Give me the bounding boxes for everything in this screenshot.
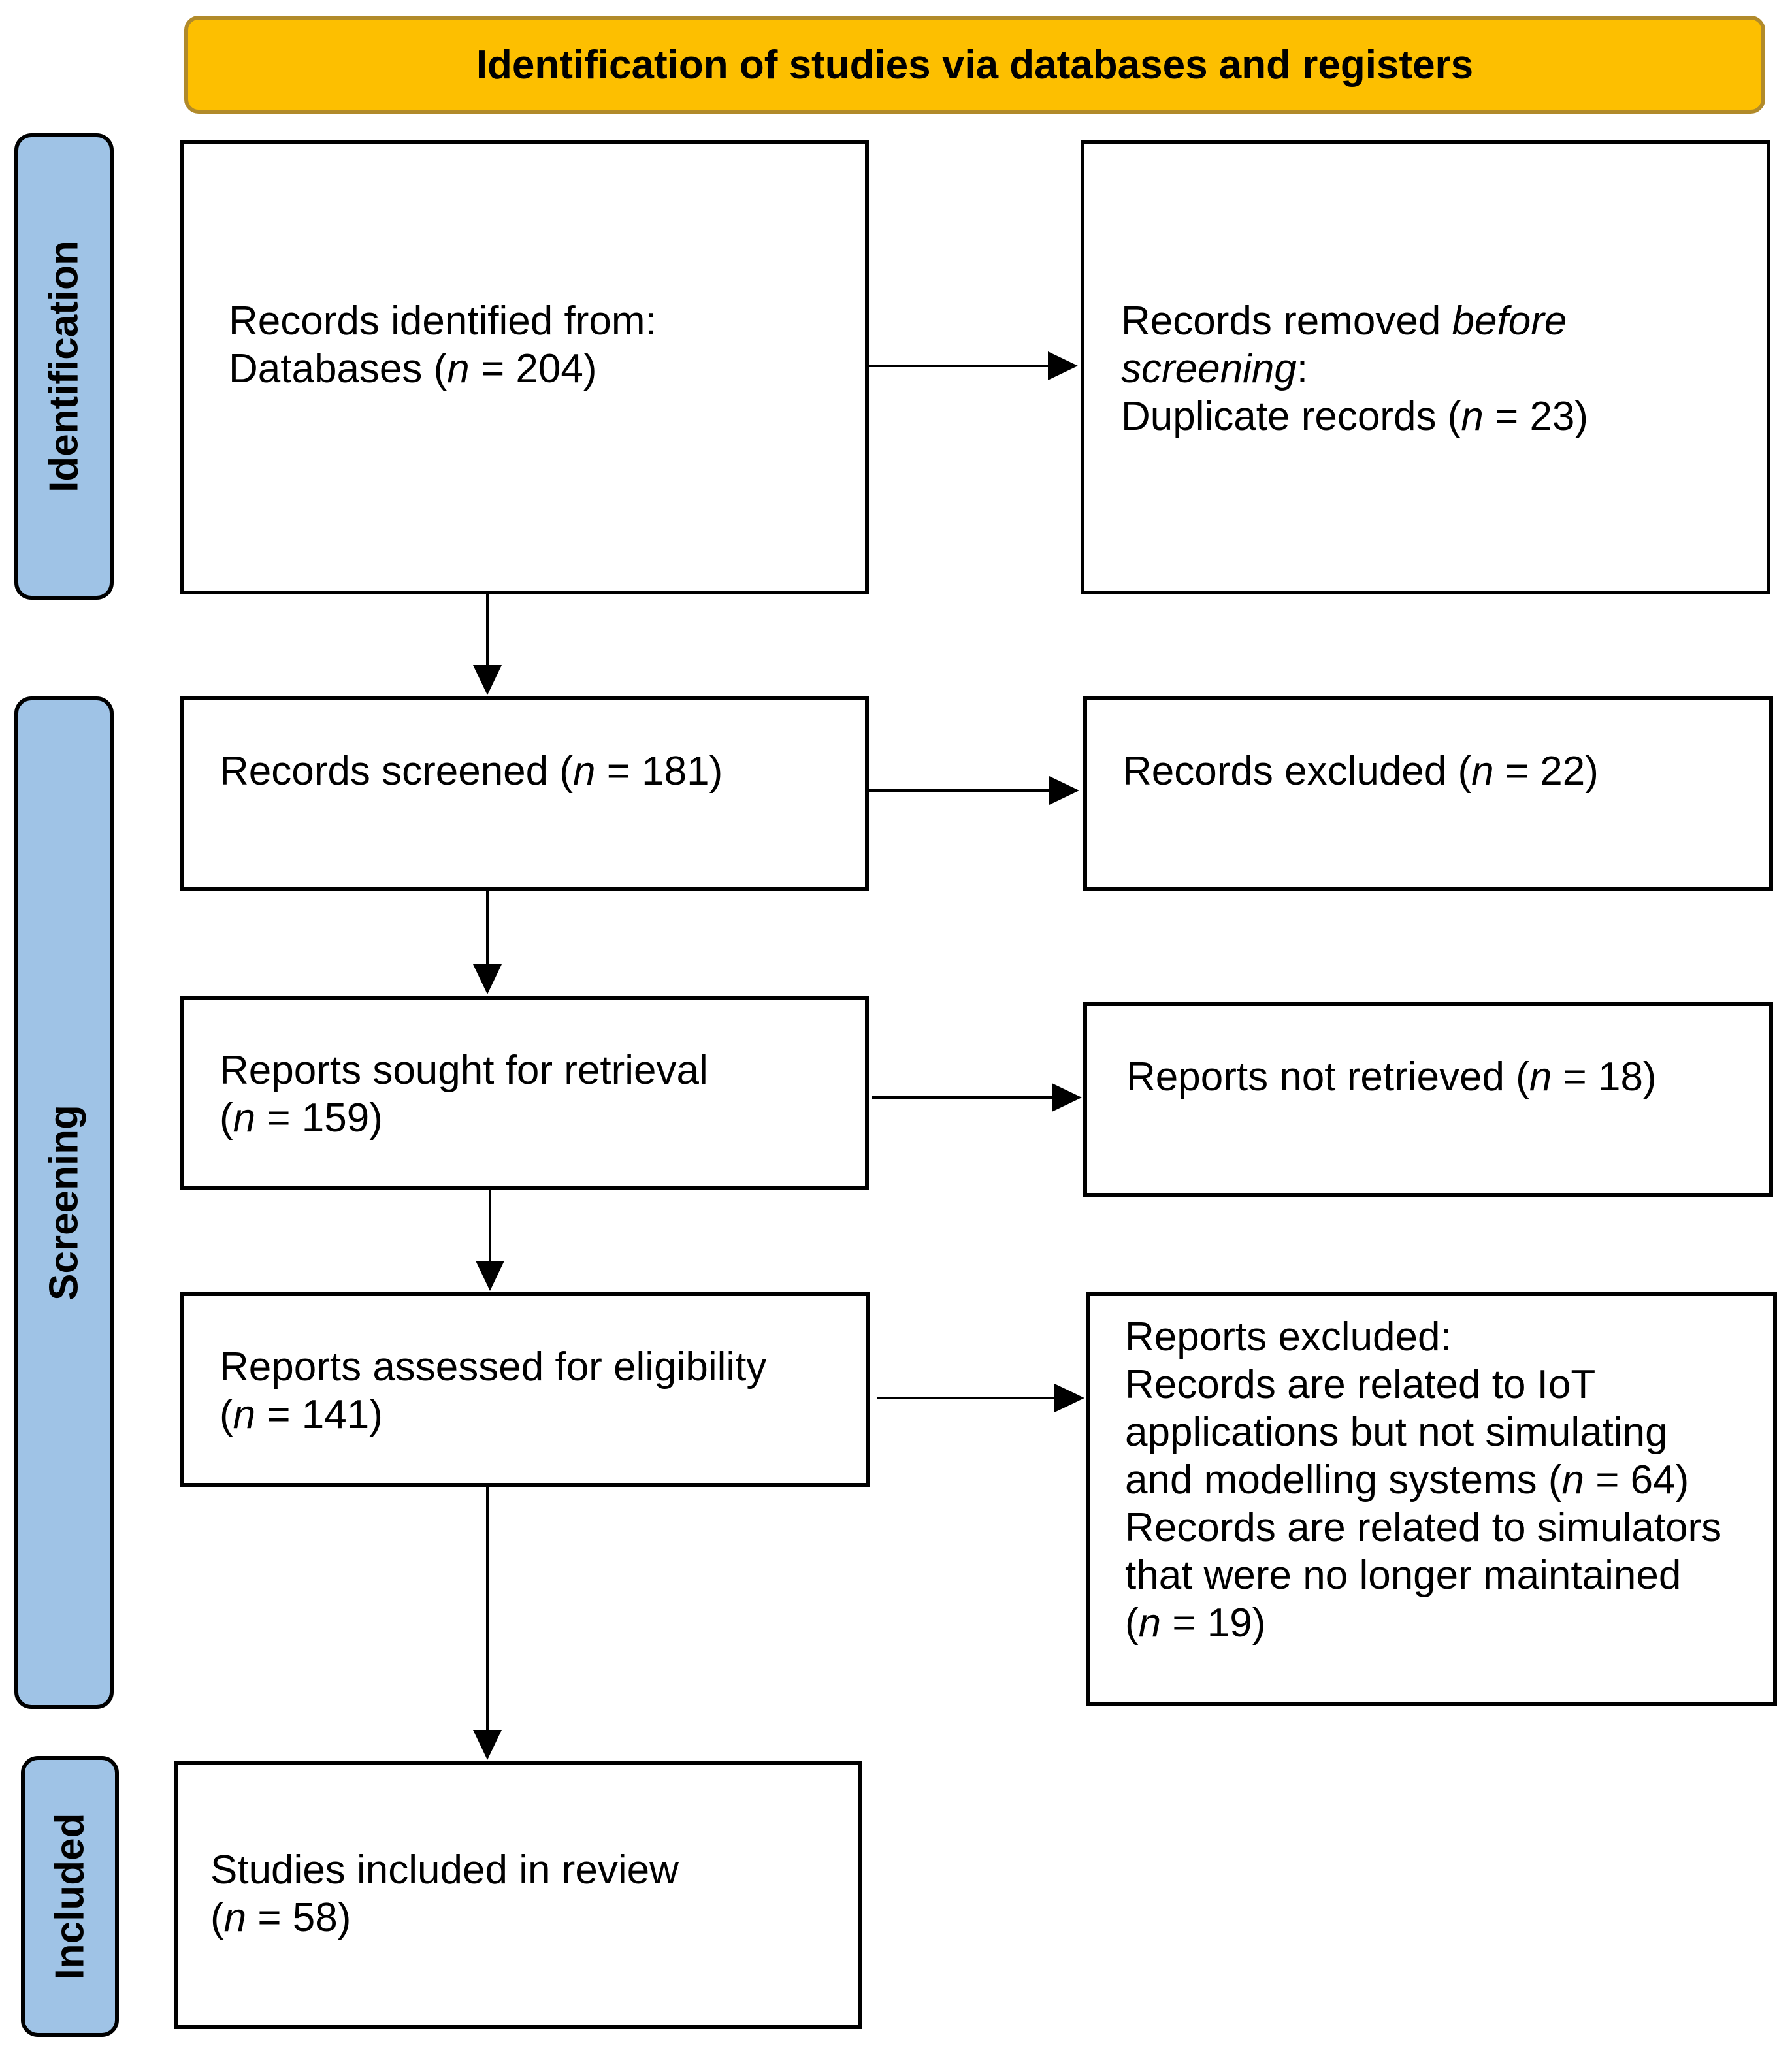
box-studies-included	[174, 1761, 862, 2029]
box-reports-not-retrieved	[1083, 1002, 1773, 1197]
text-records-removed: Records removed before screening: Duplic…	[1121, 299, 1589, 439]
arrowhead-not-retrieved	[1052, 1083, 1082, 1112]
text-records-excluded: Records excluded (n = 22)	[1122, 749, 1599, 794]
box-records-screened	[180, 696, 869, 891]
phase-included: Included	[21, 1756, 119, 2037]
text-reports-assessed: Reports assessed for eligibility (n = 14…	[220, 1344, 767, 1437]
arrowhead-sought	[473, 964, 502, 994]
arrowhead-reports-excluded	[1054, 1384, 1084, 1412]
phase-screening: Screening	[14, 696, 114, 1709]
box-records-identified	[180, 140, 869, 594]
text-studies-included: Studies included in review (n = 58)	[210, 1847, 679, 1940]
arrowhead-excluded	[1049, 776, 1079, 805]
text-reports-excluded: Reports excluded: Records are related to…	[1125, 1314, 1722, 1646]
box-reports-sought	[180, 996, 869, 1190]
box-records-excluded	[1083, 696, 1773, 891]
box-reports-excluded	[1086, 1292, 1777, 1706]
arrowhead-screened	[473, 665, 502, 695]
arrowhead-assessed	[476, 1261, 504, 1291]
text-records-identified: Records identified from: Databases (n = …	[229, 299, 657, 391]
text-reports-not-retrieved: Reports not retrieved (n = 18)	[1126, 1054, 1657, 1099]
box-records-removed	[1081, 140, 1770, 594]
arrowhead-included	[473, 1730, 502, 1760]
text-records-screened: Records screened (n = 181)	[220, 749, 723, 794]
phase-identification: Identification	[14, 133, 114, 600]
text-reports-sought: Reports sought for retrieval (n = 159)	[220, 1048, 708, 1141]
arrowhead-removed	[1048, 351, 1078, 380]
header-title: Identification of studies via databases …	[476, 42, 1474, 88]
box-reports-assessed	[180, 1292, 870, 1487]
header-banner: Identification of studies via databases …	[184, 16, 1765, 114]
